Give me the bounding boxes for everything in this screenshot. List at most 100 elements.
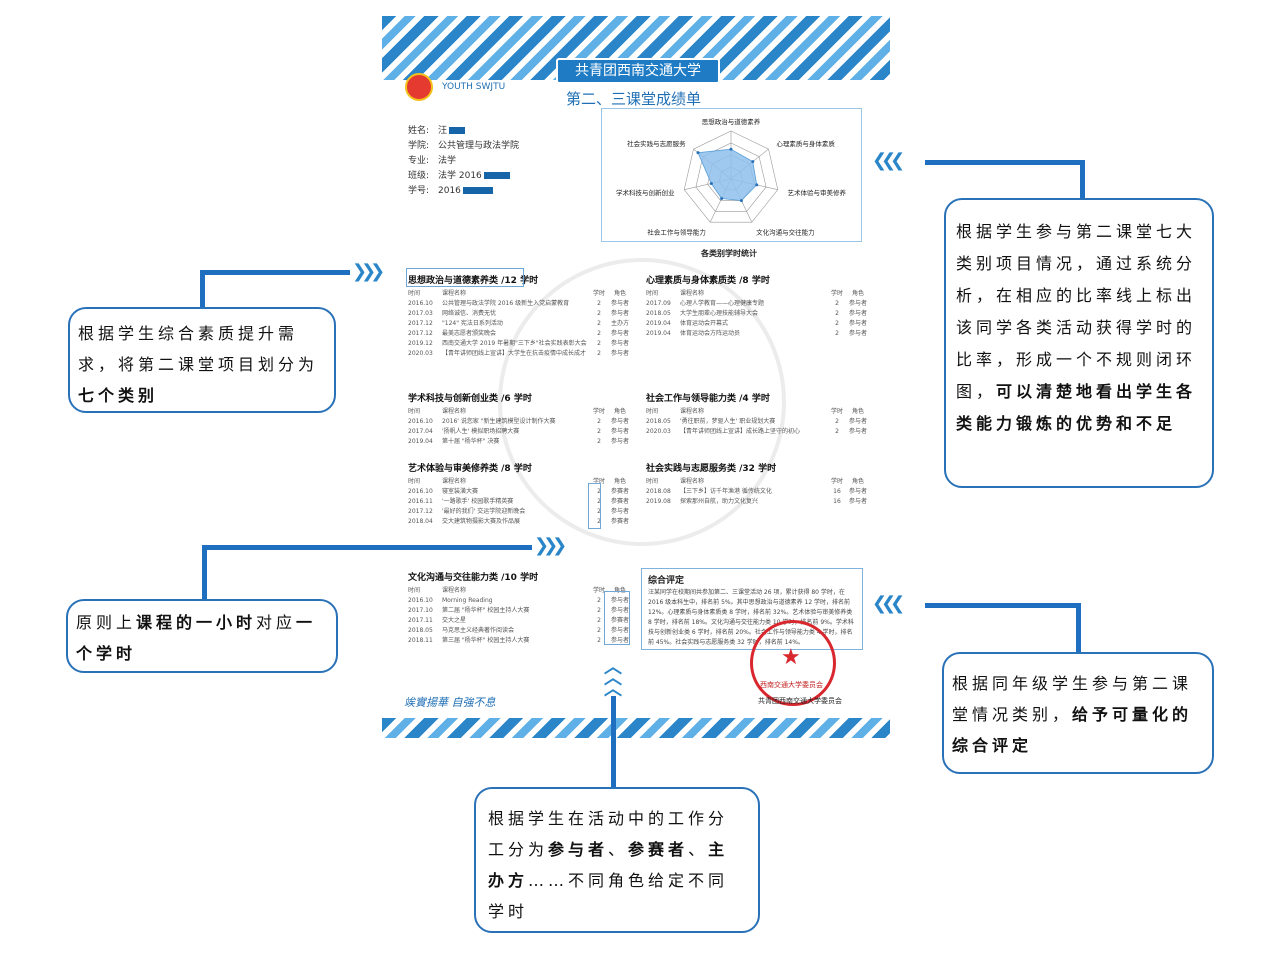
table-header: 时间课程名称学时角色 bbox=[646, 478, 864, 485]
radar-axis-label: 社会工作与领导能力 bbox=[647, 227, 706, 236]
connector-line bbox=[202, 545, 532, 550]
role-column-highlight bbox=[604, 591, 630, 645]
callout-text: 参赛者 bbox=[628, 840, 689, 859]
section-title: 思想政治与道德素养类 /12 学时 bbox=[408, 276, 539, 286]
radar-axis-label: 社会实践与志愿服务 bbox=[627, 139, 686, 148]
radar-axis-label: 文化沟通与交往能力 bbox=[756, 227, 815, 236]
info-label: 学院: bbox=[408, 141, 430, 151]
info-row: 姓名: 汪 bbox=[408, 124, 519, 139]
info-value: 公共管理与政法学院 bbox=[438, 141, 520, 151]
callout-text: 原则上 bbox=[76, 613, 137, 632]
info-label: 专业: bbox=[408, 156, 430, 166]
radar-axis-label: 学术科技与创新创业 bbox=[616, 188, 675, 197]
hours-column-highlight bbox=[588, 483, 601, 529]
callout-text: 根据学生在活动中的工作分工分为 bbox=[488, 809, 729, 859]
seal-text: 西南交通大学委员会 bbox=[760, 681, 823, 689]
footer-pattern-band bbox=[382, 718, 890, 738]
callout-one-hour-rule: 原则上课程的一小时对应一个学时 bbox=[66, 599, 338, 673]
table-header: 时间课程名称学时角色 bbox=[408, 408, 626, 415]
callout-text: 根据学生综合素质提升需求，将第二课堂项目划分为 bbox=[78, 324, 319, 374]
youth-label: YOUTH SWJTU bbox=[442, 82, 506, 92]
callout-text: 根据同年级学生参与第二课堂情况类别， bbox=[952, 674, 1193, 724]
youth-league-logo-icon bbox=[405, 73, 433, 101]
section-title: 社会实践与志愿服务类 /32 学时 bbox=[646, 464, 777, 474]
callout-seven-categories: 根据学生综合素质提升需求，将第二课堂项目划分为七个类别 bbox=[68, 307, 336, 413]
callout-text: 参与者 bbox=[548, 840, 609, 859]
table-header: 时间课程名称学时角色 bbox=[408, 587, 626, 594]
radar-point bbox=[709, 181, 713, 185]
category-title-highlight bbox=[406, 268, 524, 287]
callout-text: 根据学生参与第二课堂七大类别项目情况，通过系统分析，在相应的比率线上标出该同学各… bbox=[956, 222, 1197, 401]
student-info: 姓名:汪 学院:公共管理与政法学院 专业:法学 班级:法学 2016 学号:20… bbox=[408, 124, 519, 199]
callout-role-hours: 根据学生在活动中的工作分工分为参与者、参赛者、主办方……不同角色给定不同学时 bbox=[474, 787, 760, 933]
redaction-bar bbox=[449, 127, 466, 134]
callout-text: 一个学时 bbox=[76, 613, 317, 663]
official-seal: ★ bbox=[750, 620, 836, 706]
comprehensive-review: 综合评定 汪某同学在校期间共参加第二、三课堂活动 26 项，累计获得 80 学时… bbox=[641, 568, 863, 650]
connector-line bbox=[611, 696, 616, 788]
radar-axis-label: 艺术体验与审美修养 bbox=[788, 188, 847, 197]
info-label: 班级: bbox=[408, 171, 430, 181]
connector-line bbox=[925, 603, 1080, 608]
radar-point bbox=[755, 183, 759, 187]
info-label: 姓名: bbox=[408, 126, 430, 136]
radar-grid-ring bbox=[683, 130, 779, 223]
info-value: 法学 2016 bbox=[438, 171, 482, 181]
arrow-right-icon: ❯❯❯ bbox=[534, 535, 567, 556]
arrow-left-icon: ❮❮❮ bbox=[872, 150, 905, 171]
review-title: 综合评定 bbox=[648, 576, 685, 586]
redaction-bar bbox=[483, 172, 510, 179]
radar-point bbox=[696, 151, 700, 155]
connector-line bbox=[1076, 603, 1081, 655]
connector-line bbox=[202, 545, 207, 603]
radar-point bbox=[729, 147, 733, 151]
info-value: 汪 bbox=[438, 126, 448, 136]
seal-star-icon: ★ bbox=[781, 645, 801, 670]
callout-text: 、 bbox=[688, 840, 709, 859]
table-header: 时间课程名称学时角色 bbox=[646, 290, 864, 297]
callout-text: 可以清楚地看出学生各类能力锻炼的优势和不足 bbox=[956, 382, 1197, 433]
university-motto: 竢實揚華 自強不息 bbox=[404, 696, 496, 709]
connector-line bbox=[925, 160, 1085, 165]
table-header: 时间课程名称学时角色 bbox=[408, 478, 626, 485]
section-title: 文化沟通与交往能力类 /10 学时 bbox=[408, 573, 539, 583]
redaction-bar bbox=[462, 187, 493, 194]
callout-text: 对应 bbox=[256, 613, 297, 632]
section-title: 学术科技与创新创业类 /6 学时 bbox=[408, 394, 532, 404]
transcript-subtitle: 第二、三课堂成绩单 bbox=[566, 90, 702, 108]
arrow-left-icon: ❮❮❮ bbox=[872, 593, 905, 614]
organization-signature: 共青团西南交通大学委员会 bbox=[758, 697, 842, 705]
radar-axis-label: 思想政治与道德素养 bbox=[702, 117, 761, 126]
radar-point bbox=[720, 196, 724, 200]
review-body: 汪某同学在校期间共参加第二、三课堂活动 26 项，累计获得 80 学时，在 20… bbox=[648, 589, 854, 646]
university-emblem-watermark bbox=[498, 258, 786, 546]
table-header: 时间课程名称学时角色 bbox=[408, 290, 626, 297]
radar-chart-box: 思想政治与道德素养心理素质与身体素质艺术体验与审美修养文化沟通与交往能力社会工作… bbox=[601, 108, 862, 242]
callout-text: 主办方 bbox=[488, 840, 729, 890]
table-header: 时间课程名称学时角色 bbox=[646, 408, 864, 415]
